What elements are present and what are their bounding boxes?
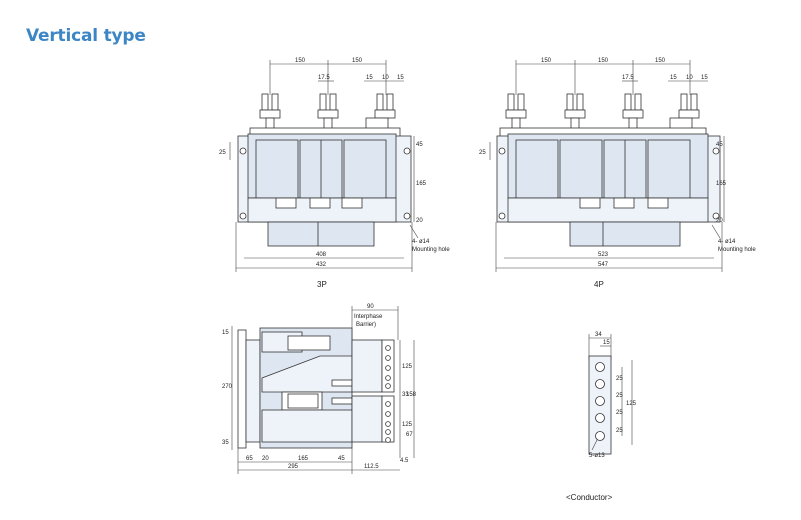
dim-side-barrier-a: Interphase (354, 314, 383, 320)
hole-note-3p-b: Mounting hole (412, 247, 450, 253)
dim-3p-top-d: 15 (366, 75, 373, 81)
dim-3p-top-e: 10 (382, 75, 389, 81)
dim-side-right-e: 67 (406, 432, 413, 438)
dim-4p-top-c: 150 (655, 58, 666, 64)
dim-4p-left: 25 (479, 150, 486, 156)
dim-side-left-a: 15 (222, 330, 229, 336)
dim-3p-top-b: 150 (352, 58, 363, 64)
dim-4p-bottom-b: 547 (598, 262, 609, 268)
dim-side-bottom-b: 20 (262, 456, 269, 462)
label-conductor: <Conductor> (566, 493, 613, 502)
dim-3p-right-a: 45 (416, 142, 423, 148)
dim-side-left-c: 35 (222, 440, 229, 446)
view-3p: 150 150 17.5 15 10 15 (219, 58, 450, 289)
dim-3p-bottom-b: 432 (316, 262, 327, 268)
dim-side-right-a: 125 (402, 364, 413, 370)
dim-side-right-f: 4.5 (400, 458, 409, 464)
dim-cond-right-d: 25 (616, 428, 623, 434)
view-conductor: 34 15 25 25 25 25 125 5-ø13 <Conductor> (566, 332, 637, 502)
dim-4p-top-b: 150 (598, 58, 609, 64)
label-4p: 4P (594, 280, 604, 289)
dim-3p-top-f: 15 (397, 75, 404, 81)
dim-side-barrier-b: Barrier) (356, 322, 376, 328)
dim-4p-top-f: 10 (686, 75, 693, 81)
dim-side-top: 90 (367, 304, 374, 310)
dim-cond-top-b: 15 (603, 340, 610, 346)
dim-3p-bottom-a: 408 (316, 252, 327, 258)
dim-side-right-d: 125 (402, 422, 413, 428)
dim-3p-left: 25 (219, 150, 226, 156)
terminal-3p-3 (365, 93, 396, 133)
label-3p: 3P (317, 280, 327, 289)
dim-cond-right-c: 25 (616, 410, 623, 416)
dim-side-bottom-e: 295 (288, 464, 299, 470)
dim-cond-right-b: 25 (616, 393, 623, 399)
dim-side-bottom-c: 165 (298, 456, 309, 462)
view-side: 90 Interphase Barrier) 15 270 (222, 304, 417, 474)
dim-4p-top-e: 15 (670, 75, 677, 81)
dim-4p-top-d: 17.5 (622, 75, 634, 81)
hole-note-conductor: 5-ø13 (589, 453, 605, 459)
dim-4p-right-a: 45 (716, 142, 723, 148)
dim-side-right-c: 158 (406, 392, 417, 398)
dim-4p-top-g: 15 (701, 75, 708, 81)
terminal-3p-2 (317, 93, 339, 133)
terminal-4p-2 (564, 93, 586, 133)
dim-4p-top-a: 150 (541, 58, 552, 64)
dim-3p-right-b: 165 (416, 181, 427, 187)
dim-cond-right-a: 25 (616, 376, 623, 382)
dim-4p-right-b: 165 (716, 181, 727, 187)
hole-note-4p-b: Mounting hole (718, 247, 756, 253)
dim-4p-bottom-a: 523 (598, 252, 609, 258)
hole-note-3p-a: 4- ø14 (412, 239, 430, 245)
terminal-4p-1 (505, 93, 527, 133)
terminal-4p-3 (622, 93, 644, 133)
view-4p: 150 150 150 17.5 15 10 15 (479, 58, 756, 289)
dim-3p-right-c: 20 (416, 218, 423, 224)
hole-note-4p-a: 4- ø14 (718, 239, 736, 245)
dim-cond-top-a: 34 (595, 332, 602, 338)
dim-3p-top-a: 150 (295, 58, 306, 64)
page-title: Vertical type (26, 26, 146, 46)
dim-side-left-b: 270 (222, 384, 233, 390)
dim-3p-top-c: 17.5 (318, 75, 330, 81)
dim-side-bottom-f: 112.5 (364, 464, 379, 470)
dim-side-bottom-a: 65 (246, 456, 253, 462)
dim-side-right-b: 33 (402, 392, 409, 398)
dim-side-bottom-d: 45 (338, 456, 345, 462)
dim-cond-right-e: 125 (626, 401, 637, 407)
terminal-3p-1 (259, 93, 281, 133)
terminal-4p-4 (669, 93, 700, 133)
dim-4p-right-c: 20 (716, 218, 723, 224)
